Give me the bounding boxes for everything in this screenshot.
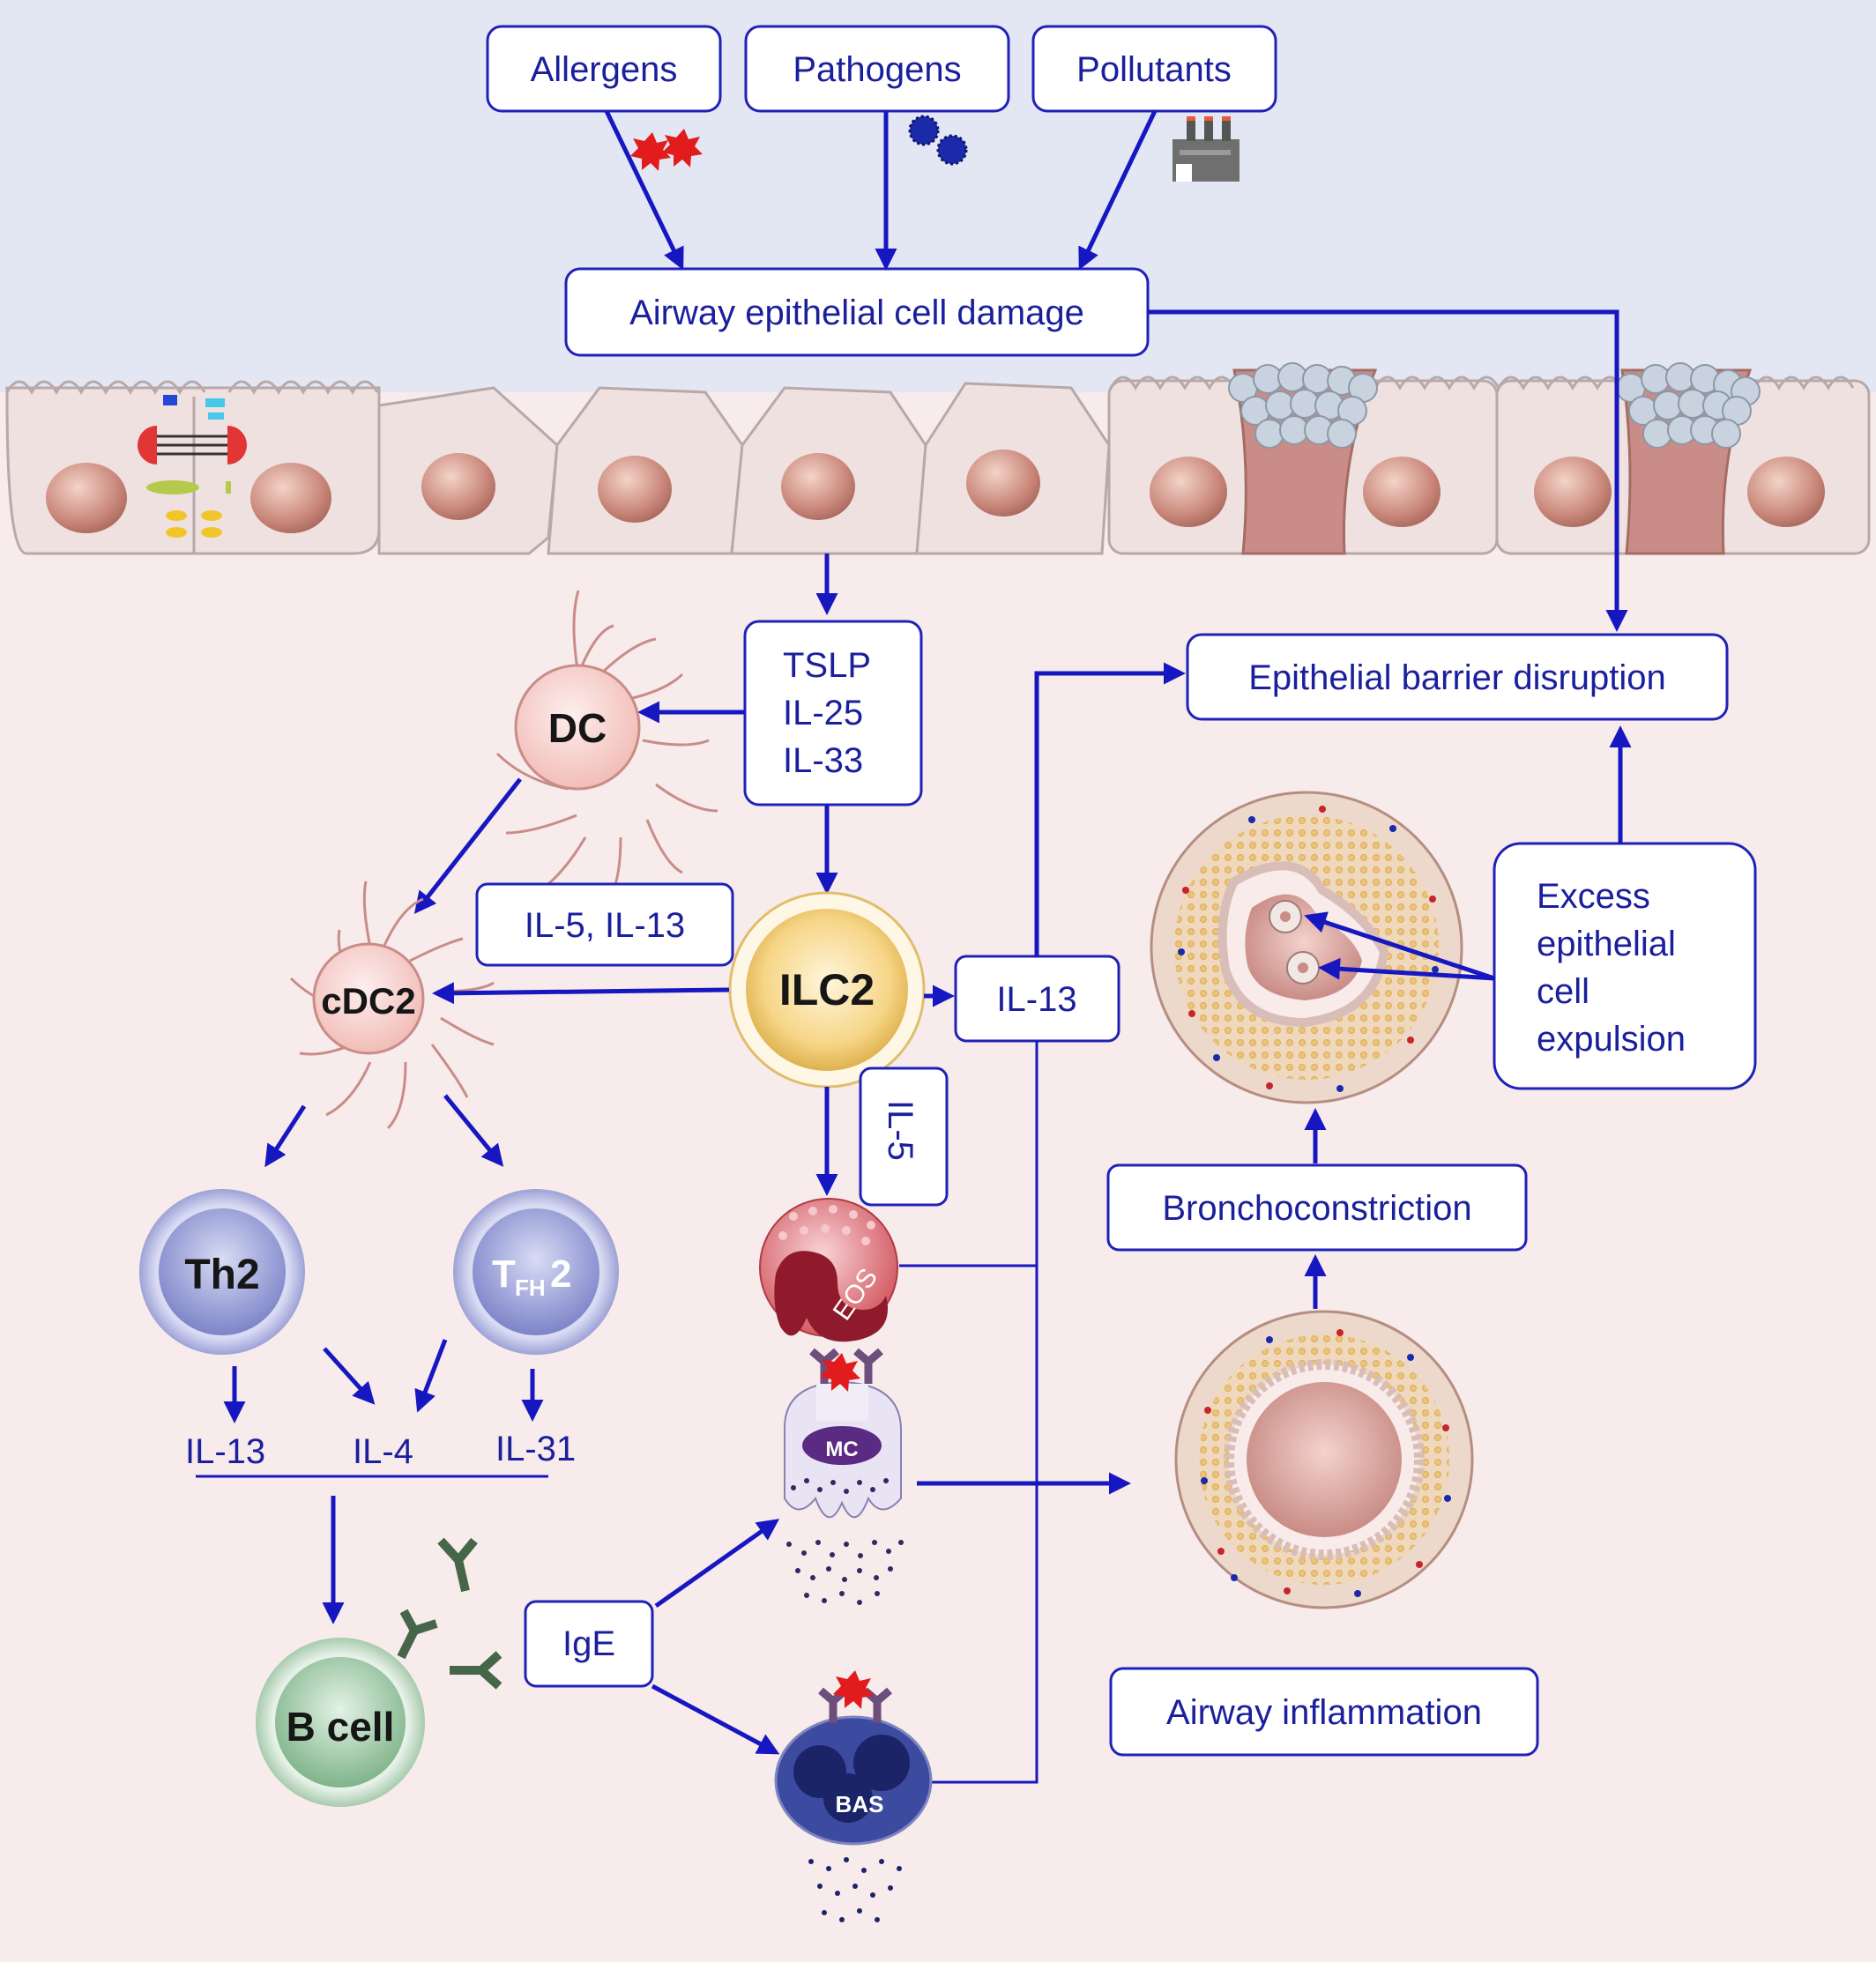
expulsion-line-2: epithelial bbox=[1537, 925, 1676, 963]
il13-box: IL-13 bbox=[954, 955, 1120, 1043]
il31-cytokine: IL-31 bbox=[495, 1430, 576, 1468]
barrier-label: Epithelial barrier disruption bbox=[1248, 658, 1666, 697]
bronchoconstriction-box: Bronchoconstriction bbox=[1106, 1163, 1528, 1252]
expulsion-line-1: Excess bbox=[1537, 877, 1650, 916]
alarmins-box: TSLP IL-25 IL-33 bbox=[743, 620, 923, 806]
epithelial-layer bbox=[5, 362, 1871, 555]
bas-cell: BAS bbox=[774, 1670, 933, 1922]
pathogens-label: Pathogens bbox=[793, 50, 961, 89]
pollutants-box: Pollutants bbox=[1031, 25, 1277, 113]
tfh2-subscript: FH bbox=[515, 1275, 546, 1301]
ilc2-output-box: IL-5, IL-13 bbox=[475, 882, 734, 967]
tfh2-label: T bbox=[492, 1252, 516, 1296]
ilc2-cell: ILC2 bbox=[728, 891, 926, 1089]
pollutants-label: Pollutants bbox=[1076, 50, 1232, 89]
alarmin-il33: IL-33 bbox=[783, 741, 863, 780]
expulsion-box: Excess epithelial cell expulsion bbox=[1493, 842, 1757, 1090]
allergens-label: Allergens bbox=[531, 50, 678, 89]
pathogen-icon bbox=[908, 115, 968, 166]
b-cell: B cell bbox=[256, 1638, 425, 1807]
il4-cytokine: IL-4 bbox=[353, 1432, 413, 1471]
mc-label: MC bbox=[825, 1438, 858, 1461]
eos-cell: EOS bbox=[759, 1198, 898, 1342]
constricted-airway bbox=[1150, 791, 1463, 1104]
ige-label: IgE bbox=[562, 1624, 615, 1663]
cdc2-label: cDC2 bbox=[321, 980, 415, 1022]
th2-cell: Th2 bbox=[139, 1189, 305, 1355]
tfh2-number: 2 bbox=[550, 1252, 571, 1296]
inflammation-label: Airway inflammation bbox=[1166, 1693, 1482, 1732]
expulsion-line-4: expulsion bbox=[1537, 1020, 1686, 1059]
allergen-icon bbox=[630, 129, 703, 171]
alarmin-il25: IL-25 bbox=[783, 694, 863, 732]
dc-cell: DC bbox=[495, 590, 718, 910]
allergens-box: Allergens bbox=[486, 25, 722, 113]
inflammation-box: Airway inflammation bbox=[1109, 1667, 1539, 1757]
ilc2-output-label: IL-5, IL-13 bbox=[525, 906, 685, 945]
damage-box: Airway epithelial cell damage bbox=[564, 267, 1150, 357]
mc-cell: MC bbox=[784, 1348, 904, 1605]
bronchoconstriction-label: Bronchoconstriction bbox=[1162, 1189, 1471, 1228]
il13-label: IL-13 bbox=[996, 980, 1076, 1019]
alarmin-tslp: TSLP bbox=[783, 646, 871, 685]
il13-cytokine: IL-13 bbox=[185, 1432, 265, 1471]
inflamed-airway bbox=[1174, 1310, 1474, 1609]
expulsion-line-3: cell bbox=[1537, 972, 1589, 1011]
pathogens-box: Pathogens bbox=[744, 25, 1010, 113]
ige-box: IgE bbox=[524, 1600, 654, 1688]
ilc2-label: ILC2 bbox=[779, 965, 875, 1014]
il5-box: IL-5 bbox=[859, 1066, 949, 1207]
factory-icon bbox=[1172, 116, 1240, 182]
damage-label: Airway epithelial cell damage bbox=[629, 294, 1084, 332]
dc-label: DC bbox=[548, 705, 607, 751]
bcell-label: B cell bbox=[287, 1704, 395, 1750]
cdc2-cell: cDC2 bbox=[289, 881, 495, 1130]
barrier-box: Epithelial barrier disruption bbox=[1186, 633, 1729, 721]
il5-label: IL-5 bbox=[881, 1100, 919, 1161]
th2-label: Th2 bbox=[184, 1252, 259, 1298]
antibody-icons bbox=[397, 1537, 502, 1690]
tfh2-cell: T FH 2 bbox=[453, 1189, 619, 1355]
bas-label: BAS bbox=[836, 1791, 884, 1817]
